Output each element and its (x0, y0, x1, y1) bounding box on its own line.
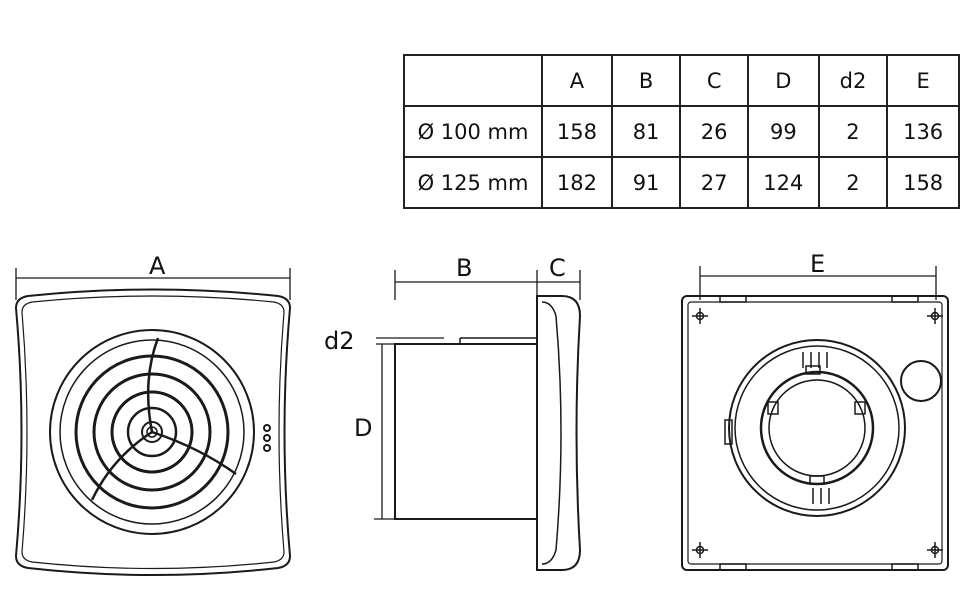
front-cover-outline (14, 288, 292, 576)
table-header-cell: A (541, 54, 613, 107)
ring-notch (767, 401, 779, 415)
grille-ring (126, 406, 178, 458)
rear-ring (768, 379, 866, 477)
duct-body (394, 343, 538, 520)
front-cover-inner-outline (21, 295, 285, 570)
indicator-led (263, 444, 271, 452)
mounting-clip (891, 563, 919, 571)
rear-ring (734, 345, 900, 511)
rear-ring (759, 370, 875, 486)
side-latch (724, 419, 733, 445)
rear-ring-outer (728, 339, 906, 517)
table-header-cell: d2 (817, 54, 889, 107)
ring-notch (805, 365, 821, 375)
mounting-clip (891, 295, 919, 303)
cable-entry (900, 360, 942, 402)
table-row: Ø 100 mm 158 81 26 99 2 136 (402, 105, 960, 158)
hub-outer (141, 421, 163, 443)
front-view: A (14, 252, 292, 576)
screw-hole (692, 542, 708, 558)
table-cell: 81 (610, 105, 682, 158)
latch-tab (812, 488, 830, 504)
table-header-cell: C (679, 54, 749, 107)
mounting-clip (719, 563, 747, 571)
cover-profile (536, 295, 582, 571)
table-cell: Ø 100 mm (402, 105, 544, 158)
latch-tab (802, 352, 828, 368)
table-cell: 91 (610, 156, 682, 209)
table-cell: 158 (886, 156, 960, 209)
table-cell: 182 (541, 156, 613, 209)
indicator-led (263, 434, 271, 442)
label-e: E (810, 250, 825, 278)
cover-profile-inner (541, 301, 562, 565)
table-cell: 2 (817, 105, 889, 158)
label-d: D (354, 414, 372, 442)
grille-ring (59, 339, 245, 525)
table-cell: 158 (541, 105, 613, 158)
grille-ring-outer (49, 329, 255, 535)
grille-vane (151, 430, 237, 476)
ring-notch (809, 475, 825, 485)
side-view: B C d2 D (324, 254, 582, 571)
table-cell: 124 (746, 156, 820, 209)
grille-ring (110, 390, 194, 474)
mounting-clip (719, 295, 747, 303)
rear-view: E (681, 250, 949, 571)
rear-plate-inner (687, 301, 943, 565)
table-header-row: A B C D d2 E (402, 54, 960, 107)
screw-hole (927, 308, 943, 324)
table-cell: 136 (886, 105, 960, 158)
table-cell: Ø 125 mm (402, 156, 544, 209)
table-header-cell: D (746, 54, 820, 107)
ring-notch (854, 401, 866, 415)
screw-hole (692, 308, 708, 324)
table-cell: 99 (746, 105, 820, 158)
table-header-cell: E (886, 54, 960, 107)
rear-plate (681, 295, 949, 571)
dimensions-table: A B C D d2 E Ø 100 mm 158 81 26 99 2 136… (402, 54, 960, 209)
indicator-led (263, 424, 271, 432)
table-header-cell: B (610, 54, 682, 107)
label-c: C (549, 254, 566, 282)
screw-hole (927, 542, 943, 558)
grille-ring (92, 372, 212, 492)
table-cell: 27 (679, 156, 749, 209)
table-cell: 2 (817, 156, 889, 209)
grille-vane (146, 337, 160, 433)
label-a: A (149, 252, 166, 280)
table-row: Ø 125 mm 182 91 27 124 2 158 (402, 156, 960, 209)
table-cell: 26 (679, 105, 749, 158)
grille-vane (90, 430, 153, 501)
table-header-cell (402, 54, 544, 107)
label-d2: d2 (324, 327, 355, 355)
label-b: B (456, 254, 472, 282)
